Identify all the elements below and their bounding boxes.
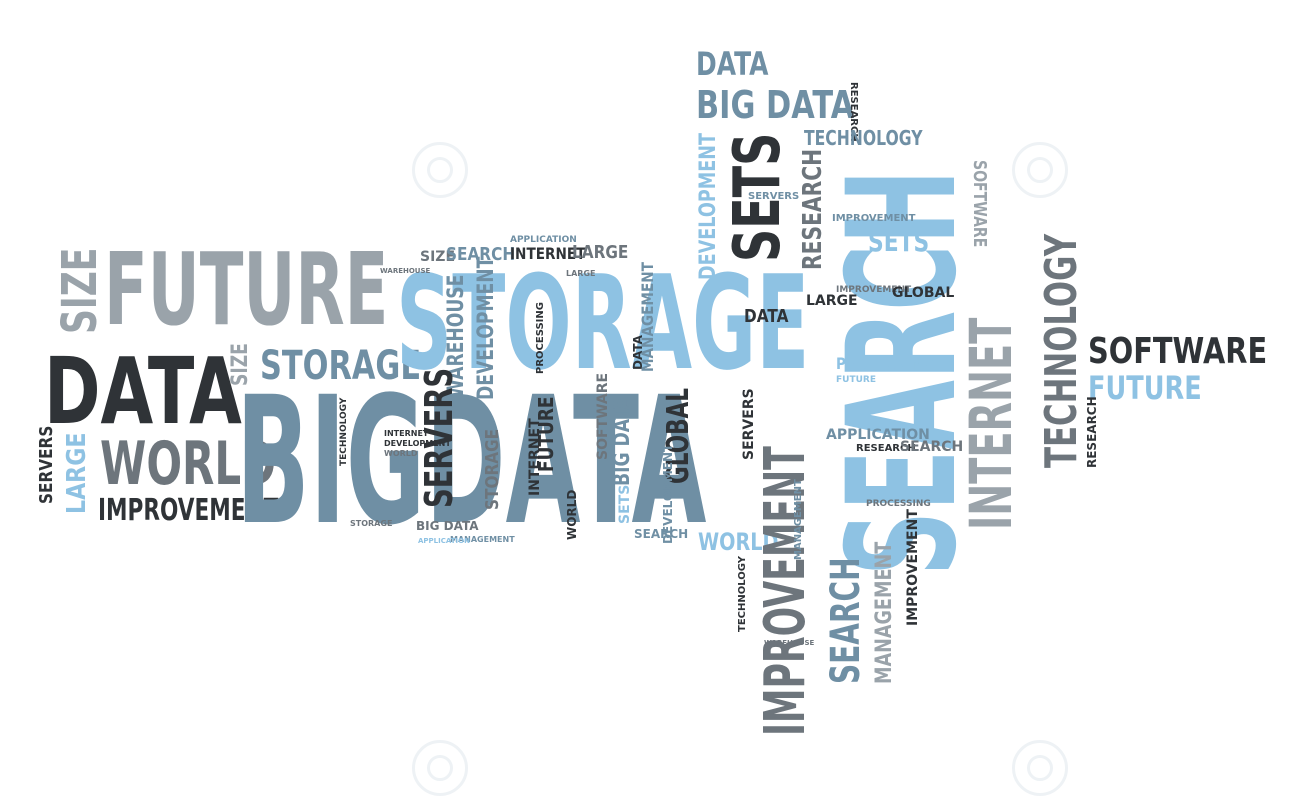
word-application-tiny: APPLICATION [418,537,470,545]
word-sets-mid: SETS [868,225,930,258]
word-cloud: DATA BIG DATA RESEARCH TECHNOLOGY DEVELO… [36,45,1268,796]
word-technology-big: TECHNOLOGY [1036,233,1087,468]
word-storage-col: STORAGE [482,428,503,510]
word-software-big: SOFTWARE [1088,331,1268,372]
word-large-small: LARGE [566,269,596,278]
word-application-small: APPLICATION [510,235,577,245]
word-warehouse-tiny: WAREHOUSE [764,639,815,647]
word-data-big: DATA [44,338,242,445]
word-future-blue: FUTURE [1088,369,1202,407]
word-search-col: SEARCH [823,557,869,684]
word-internet-small: INTERNET [384,429,429,438]
word-research-small: RESEARCH [856,443,916,454]
word-large-mid: LARGE [572,242,629,263]
word-management-col: MANAGEMENT [638,262,657,372]
word-software-col: SOFTWARE [969,160,990,248]
word-world-big: WORLD [100,429,277,499]
word-technology-col: TECHNOLOGY [737,556,748,632]
word-improvement-right: IMPROVEMENT [836,285,912,295]
word-software-col2: SOFTWARE [595,372,611,460]
word-search-right: SEARCH [900,439,964,455]
word-sets-col: SETS [617,484,633,524]
word-warehouse-small: WAREHOUSE [380,267,431,275]
word-world-small: WORLD [384,449,418,458]
word-future-big: FUTURE [104,231,389,348]
word-improvement-left: IMPROVEMENT [98,493,279,528]
word-servers-right: SERVERS [741,388,757,460]
word-size-tiny: SIZE [420,249,456,265]
word-improvement-small: IMPROVEMENT [832,213,916,224]
watermark-swirl-icon [1012,740,1068,796]
word-size-left: SIZE [52,247,108,334]
word-internet-big: INTERNET [957,317,1025,530]
word-processing-right: PROCESSING [836,354,934,373]
word-management-col2: MANAGEMENT [872,541,897,684]
word-technology-small: TECHNOLOGY [339,397,349,466]
word-big-data-col: BIG DATA [610,396,635,486]
watermark-swirl-icon [1012,142,1068,198]
word-storage-huge: STORAGE [396,247,810,399]
word-management-col3: MANAGEMENT [793,479,804,560]
word-processing-small: PROCESSING [866,499,931,509]
word-management-small: MANAGEMENT [450,535,515,544]
word-future-right: FUTURE [836,375,876,385]
word-global-right: GLOBAL [892,285,955,301]
word-servers-left: SERVERS [36,425,57,504]
word-technology-top: TECHNOLOGY [804,126,923,150]
word-world-blue: WORLD [698,528,779,556]
word-big-data-small: BIG DATA [416,519,479,533]
word-search-mid: SEARCH [446,244,516,265]
word-search-small: SEARCH [634,527,689,541]
word-big-data-huge: BIGDATA [236,359,707,564]
watermark-swirl-icon [412,142,468,198]
watermark-swirl-icon [412,740,468,796]
word-improvement-col: IMPROVEMENT [905,509,921,626]
word-large-left: LARGE [62,432,92,514]
word-data-right: DATA [744,306,789,327]
word-large-right: LARGE [806,293,858,309]
word-research-right: RESEARCH [1085,396,1099,468]
word-internet-mid: INTERNET [510,244,586,263]
word-data-top: DATA [696,45,769,83]
word-development-small: DEVELOPMENT [384,439,451,448]
word-future-col: FUTURE [534,396,558,472]
word-improvement-huge: IMPROVEMENT [753,446,818,736]
word-application-right: APPLICATION [826,427,930,443]
word-world-col: WORLD [565,489,579,540]
word-storage-mid: STORAGE [260,343,422,389]
word-big-data-top: BIG DATA [696,83,855,127]
word-servers-small: SERVERS [748,191,800,202]
word-storage-small: STORAGE [350,519,393,528]
